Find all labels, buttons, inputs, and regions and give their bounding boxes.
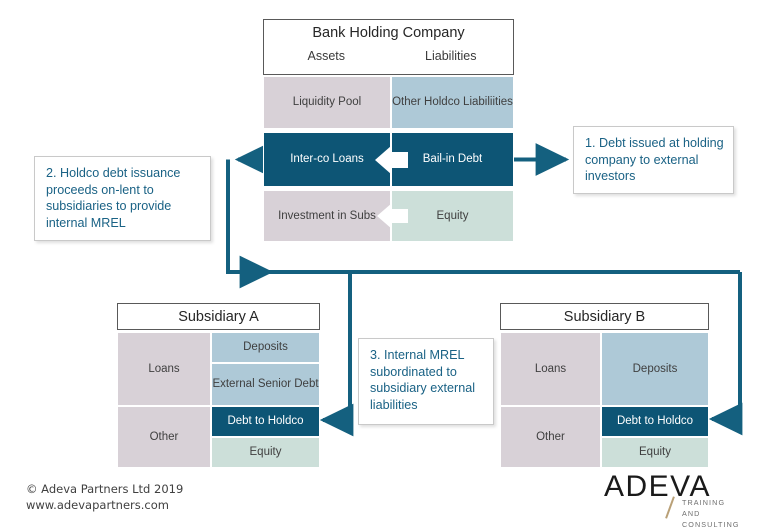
callout-2: 2. Holdco debt issuance proceeds on-lent… bbox=[34, 156, 211, 241]
subsidiary-b-title-box: Subsidiary B bbox=[500, 303, 709, 330]
holdco-title-box: Bank Holding Company Assets Liabilities bbox=[263, 19, 514, 75]
footer-copyright: © Adeva Partners Ltd 2019 bbox=[26, 482, 184, 496]
callout-3: 3. Internal MREL subordinated to subsidi… bbox=[358, 338, 494, 425]
callout-1: 1. Debt issued at holding company to ext… bbox=[573, 126, 734, 194]
subb-liability-deposits: Deposits bbox=[601, 332, 709, 406]
interco-inner-arrow-icon bbox=[375, 146, 408, 174]
subsidiary-b-title: Subsidiary B bbox=[563, 308, 646, 325]
logo-tagline-line1: TRAINING AND bbox=[682, 498, 726, 518]
holdco-asset-interco-loans: Inter-co Loans bbox=[263, 132, 391, 187]
suba-liability-debt-to-holdco: Debt to Holdco bbox=[211, 406, 320, 437]
subb-asset-other: Other bbox=[500, 406, 601, 468]
holdco-liability-other-holdco: Other Holdco Liabiliities bbox=[391, 76, 514, 129]
equity-inner-arrow-icon bbox=[377, 203, 408, 229]
suba-asset-loans: Loans bbox=[117, 332, 211, 406]
subsidiary-a-title: Subsidiary A bbox=[178, 308, 259, 325]
logo-tagline-line2: CONSULTING bbox=[682, 519, 740, 529]
subb-liability-debt-to-holdco: Debt to Holdco bbox=[601, 406, 709, 437]
footer-website: www.adevapartners.com bbox=[26, 498, 169, 512]
holdco-col-liabilities: Liabilities bbox=[425, 49, 477, 63]
holdco-asset-investment-in-subs: Investment in Subs bbox=[263, 190, 391, 242]
holdco-asset-liquidity-pool: Liquidity Pool bbox=[263, 76, 391, 129]
suba-liability-external-senior-debt: External Senior Debt bbox=[211, 363, 320, 406]
holdco-col-assets: Assets bbox=[307, 49, 345, 63]
subb-liability-equity: Equity bbox=[601, 437, 709, 468]
adeva-logo: ADEVA TRAINING AND CONSULTING bbox=[604, 470, 744, 529]
suba-liability-deposits: Deposits bbox=[211, 332, 320, 363]
suba-liability-equity: Equity bbox=[211, 437, 320, 468]
subb-asset-loans: Loans bbox=[500, 332, 601, 406]
subsidiary-a-title-box: Subsidiary A bbox=[117, 303, 320, 330]
holdco-liability-bailin-debt: Bail-in Debt bbox=[391, 132, 514, 187]
logo-tagline: TRAINING AND CONSULTING bbox=[682, 498, 744, 530]
holdco-title: Bank Holding Company bbox=[312, 25, 465, 41]
suba-asset-other: Other bbox=[117, 406, 211, 468]
holdco-liability-equity: Equity bbox=[391, 190, 514, 242]
logo-wordmark: ADEVA bbox=[604, 470, 711, 503]
